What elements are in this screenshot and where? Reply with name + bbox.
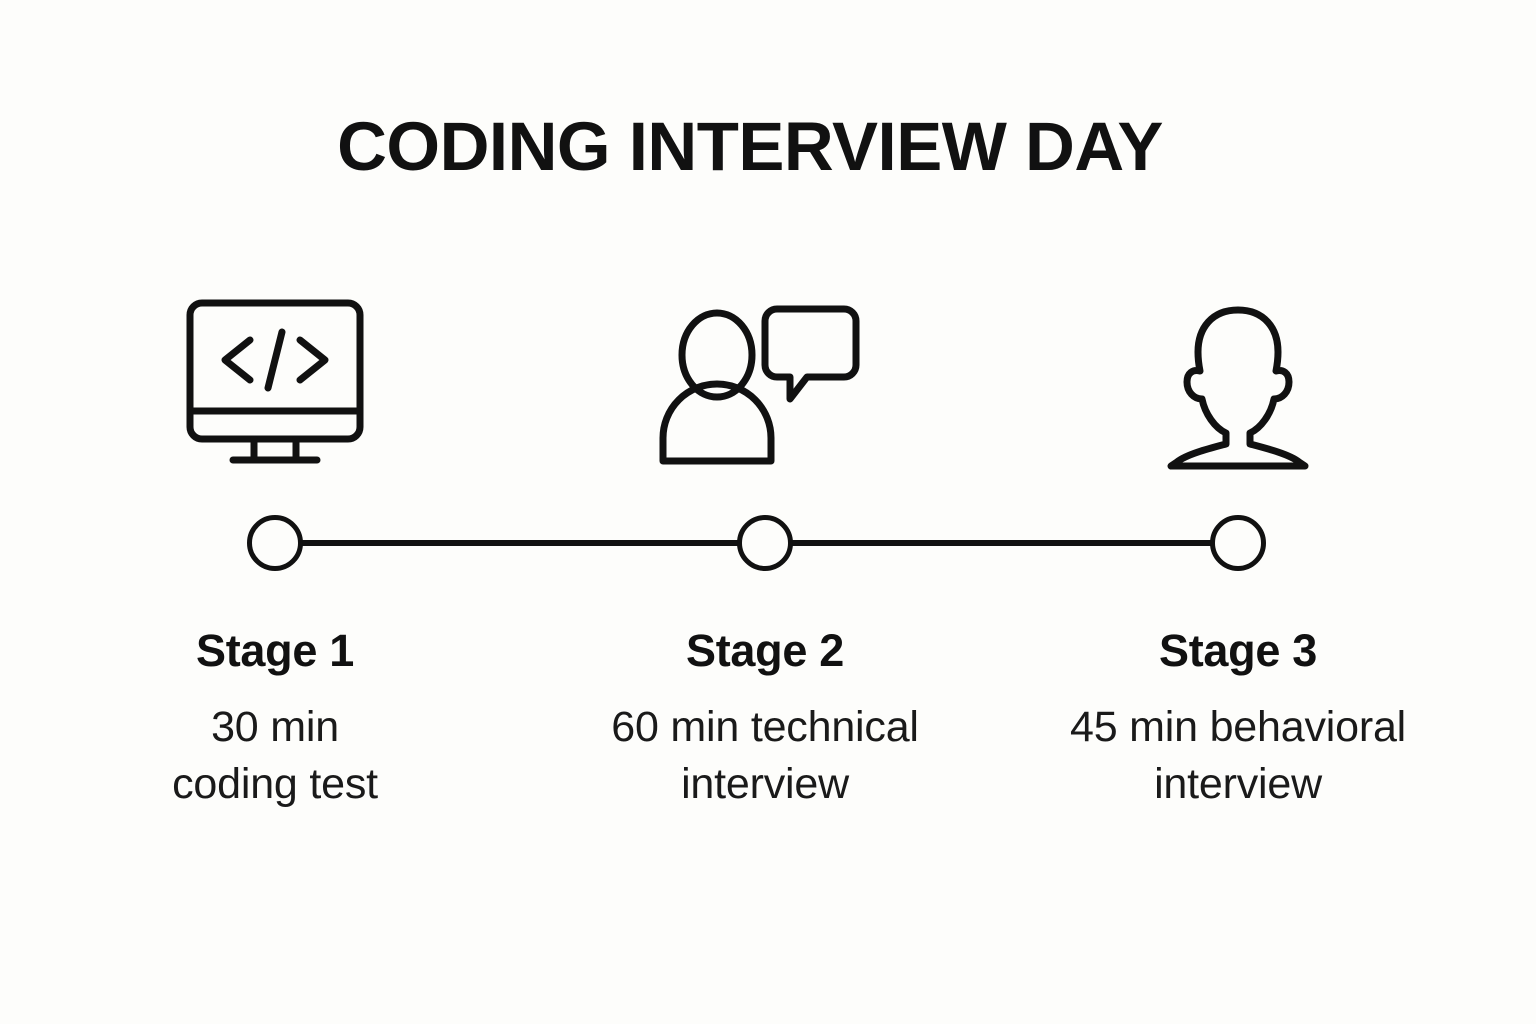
stage-3-node[interactable] [1210,515,1266,571]
stage-3-description: 45 min behavioral interview [1028,699,1448,813]
stage-1-icon-wrap [65,290,485,470]
page-title: CODING INTERVIEW DAY [337,108,1163,185]
stage-2-description: 60 min technical interview [555,699,975,813]
stage-2-node[interactable] [737,515,793,571]
stage-2-desc-line-2: interview [681,759,849,808]
stage-1-title: Stage 1 [196,625,354,676]
person-speech-bubble-icon [659,305,860,465]
stage-3-column: Stage 3 45 min behavioral interview [1028,290,1448,813]
stage-2-column: Stage 2 60 min technical interview [555,290,975,813]
person-avatar-icon [1167,306,1309,470]
stage-2-icon-wrap [555,290,975,470]
stage-1-desc-line-1: 30 min [211,703,339,751]
stage-1-desc-line-2: coding test [172,759,378,808]
stage-2-title: Stage 2 [686,625,844,676]
stage-3-desc-line-1: 45 min behavioral [1069,703,1407,751]
monitor-code-icon [186,299,364,464]
stage-3-title: Stage 3 [1159,625,1317,676]
stage-3-desc-line-2: interview [1154,759,1322,808]
stage-1-node[interactable] [247,515,303,571]
stage-1-column: Stage 1 30 min coding test [65,290,485,813]
stage-1-description: 30 min coding test [65,699,485,813]
stage-3-icon-wrap [1028,290,1448,470]
stage-2-desc-line-1: 60 min technical [611,703,919,751]
